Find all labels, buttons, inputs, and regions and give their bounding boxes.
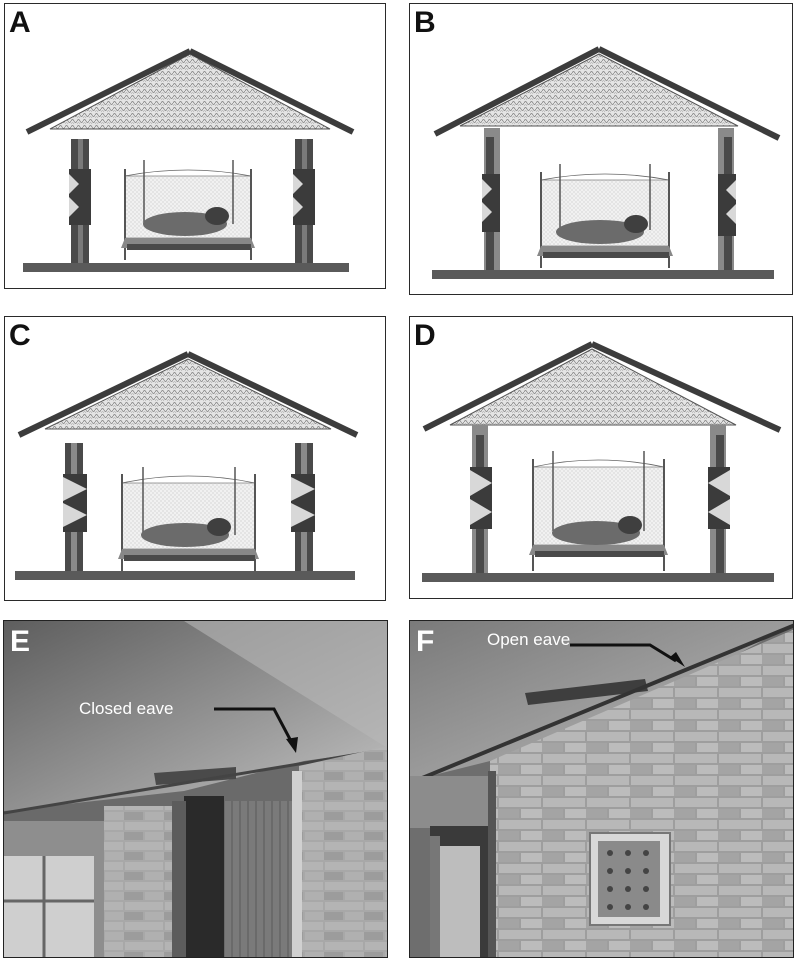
closed-eave-label: Closed eave	[79, 699, 174, 719]
brick-wall	[299, 746, 388, 958]
open-eave-label: Open eave	[487, 630, 570, 650]
diagram-panel-c: C	[4, 316, 386, 601]
diagram-panel-b: B	[409, 3, 793, 295]
hut-diagram-c	[5, 317, 386, 601]
roof	[50, 54, 330, 129]
panel-letter-b: B	[414, 8, 436, 38]
panel-letter-a: A	[9, 8, 31, 38]
panel-letter-f: F	[416, 627, 434, 657]
hut-diagram-d	[410, 317, 793, 599]
closed-eave-photo	[4, 621, 388, 958]
diagram-panel-a: A	[4, 3, 386, 289]
photo-panel-e: E Closed eave	[3, 620, 388, 958]
panel-letter-c: C	[9, 321, 31, 351]
hut-diagram-b	[410, 4, 793, 295]
panel-letter-d: D	[414, 321, 436, 351]
photo-panel-f: F Open eave	[409, 620, 794, 958]
panel-letter-e: E	[10, 627, 30, 657]
open-eave-photo	[410, 621, 794, 958]
floor	[23, 263, 349, 272]
diagram-panel-d: D	[409, 316, 793, 599]
hut-diagram-a	[5, 4, 386, 289]
